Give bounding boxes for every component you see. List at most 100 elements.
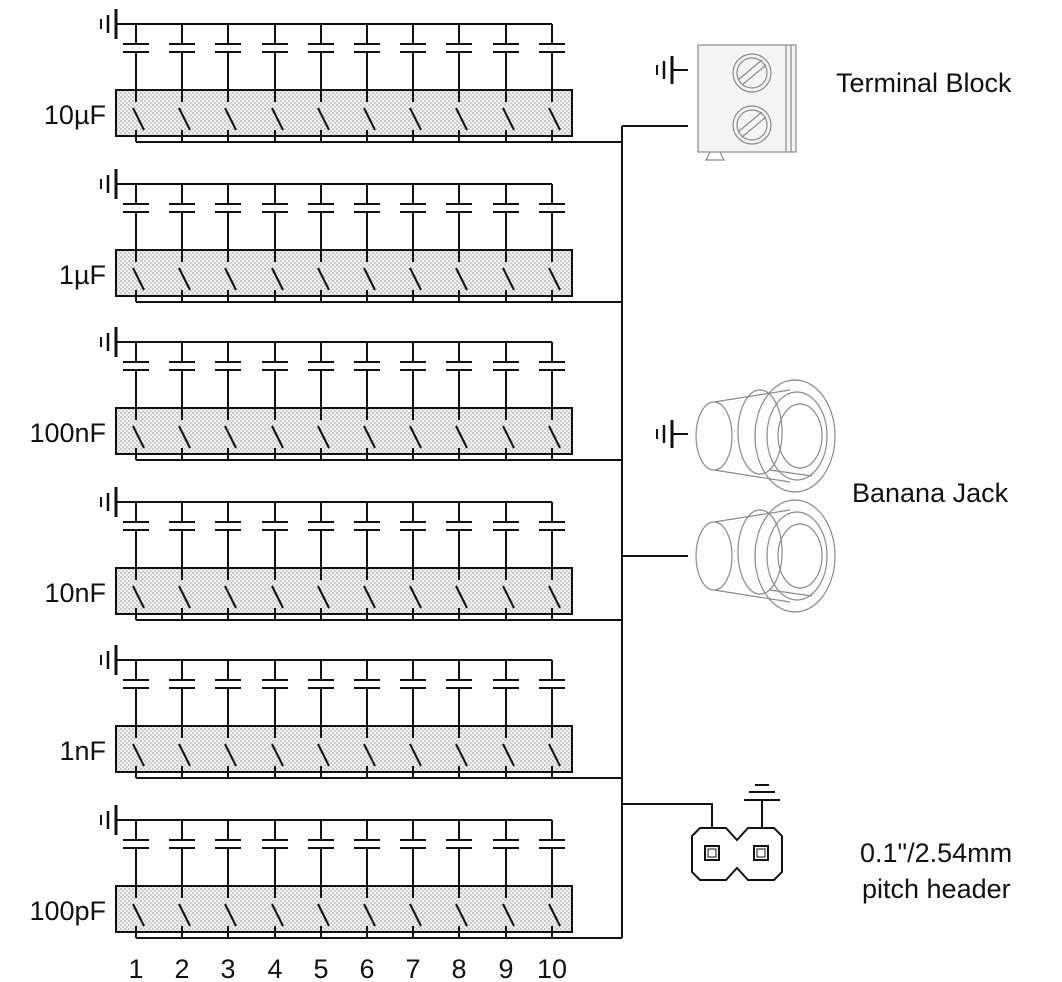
dip-switch-lever [548,250,561,302]
banana-jack-label: Banana Jack [852,478,1009,508]
switch-number: 6 [359,954,374,982]
capacitor [446,660,472,726]
capacitor [446,820,472,886]
capacitor [354,502,380,568]
dip-switch-lever [455,90,468,142]
dip-switch-lever [132,886,145,938]
capacitor [308,342,334,408]
dip-switch-lever [317,726,330,778]
dip-switch-lever [271,568,284,620]
capacitor [262,660,288,726]
capacitor [123,342,149,408]
capacitor [493,24,519,90]
capacitor [400,502,426,568]
capacitor [169,820,195,886]
dip-switch [115,725,573,773]
terminal-block-icon [697,44,797,161]
capacitor [446,502,472,568]
capacitor [169,184,195,250]
capacitor [308,184,334,250]
dip-switch-lever [455,408,468,460]
dip-switch-lever [224,90,237,142]
dip-switch-lever [178,90,191,142]
dip-switch-lever [271,726,284,778]
capacitor [308,660,334,726]
switch-number: 5 [313,954,328,982]
dip-switch-lever [548,886,561,938]
dip-switch-lever [317,886,330,938]
dip-switch-lever [409,408,422,460]
dip-switch-lever [224,726,237,778]
capacitor [215,502,241,568]
capacitor [400,660,426,726]
pitch-header-label-line2: pitch header [862,874,1011,904]
capacitor [123,184,149,250]
ground-icon [100,487,118,517]
dip-switch-lever [178,250,191,302]
dip-switch [115,89,573,137]
dip-switch-lever [502,568,515,620]
capacitor-bank: 100nF [29,327,622,461]
capacitor [400,184,426,250]
capacitor [446,342,472,408]
dip-switch-lever [502,250,515,302]
capacitor [123,820,149,886]
capacitor [493,660,519,726]
capacitor [215,24,241,90]
dip-switch-lever [132,726,145,778]
dip-switch-lever [548,726,561,778]
dip-switch-lever [409,90,422,142]
dip-switch-lever [271,408,284,460]
dip-switch-lever [178,408,191,460]
dip-switch-lever [224,408,237,460]
ground-icon [100,327,118,357]
pitch-header-icon [691,827,783,881]
terminal-block-ground-icon [656,56,688,84]
dip-switch-lever [224,250,237,302]
dip-switch-lever [409,568,422,620]
dip-switch-lever [548,408,561,460]
dip-switch-lever [317,250,330,302]
dip-switch-lever [317,90,330,142]
dip-switch-lever [271,250,284,302]
dip-switch-lever [271,90,284,142]
capacitor [493,502,519,568]
capacitor [354,24,380,90]
capacitor [400,820,426,886]
pitch-header: 0.1"/2.54mm pitch header [622,784,1012,904]
capacitor [493,342,519,408]
capacitor [539,660,565,726]
capacitor [493,820,519,886]
capacitor [169,342,195,408]
bank-label: 100pF [29,896,106,926]
dip-switch-lever [455,568,468,620]
dip-switch-lever [363,408,376,460]
dip-switch-lever [502,90,515,142]
capacitor [169,660,195,726]
switch-number: 7 [405,954,420,982]
capacitor [539,502,565,568]
pitch-header-ground-icon [744,784,780,801]
dip-switch-lever [409,886,422,938]
dip-switch-lever [132,408,145,460]
pitch-header-wire [622,803,713,828]
switch-number: 8 [451,954,466,982]
dip-switch-lever [178,726,191,778]
dip-switch-lever [455,250,468,302]
capacitor [539,184,565,250]
dip-switch-lever [224,886,237,938]
capacitor [262,502,288,568]
dip-switch-lever [363,250,376,302]
capacitor-bank: 1µF [59,169,622,303]
switch-number: 9 [498,954,513,982]
switch-number: 2 [174,954,189,982]
dip-switch-lever [271,886,284,938]
capacitor [539,24,565,90]
capacitor [400,24,426,90]
dip-switch-lever [132,90,145,142]
bank-label: 100nF [29,418,106,448]
dip-switch-lever [178,568,191,620]
